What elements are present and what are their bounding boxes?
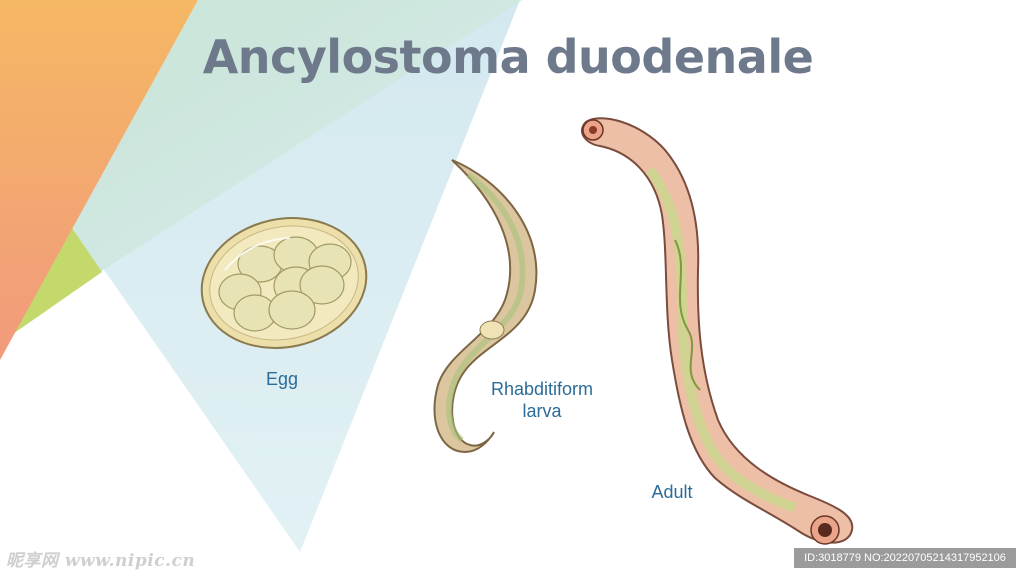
larva-label: Rhabditiform larva <box>470 378 614 422</box>
adult-label: Adult <box>651 482 693 502</box>
egg-illustration <box>200 217 368 349</box>
larva-label-line2: larva <box>522 401 562 421</box>
larva-illustration <box>433 159 538 454</box>
larva-label-line1: Rhabditiform <box>490 379 594 399</box>
watermark-site: 昵享网 www.nipic.cn <box>6 551 196 571</box>
green-triangle <box>10 228 102 336</box>
egg-label: Egg <box>265 369 299 389</box>
watermark-id: ID:3018779 NO:20220705214317952106 <box>794 548 1016 568</box>
page-title: Ancylostoma duodenale <box>202 30 814 84</box>
adult-worm-illustration <box>581 117 854 545</box>
teal-triangle <box>72 0 522 272</box>
orange-triangle <box>0 0 198 360</box>
